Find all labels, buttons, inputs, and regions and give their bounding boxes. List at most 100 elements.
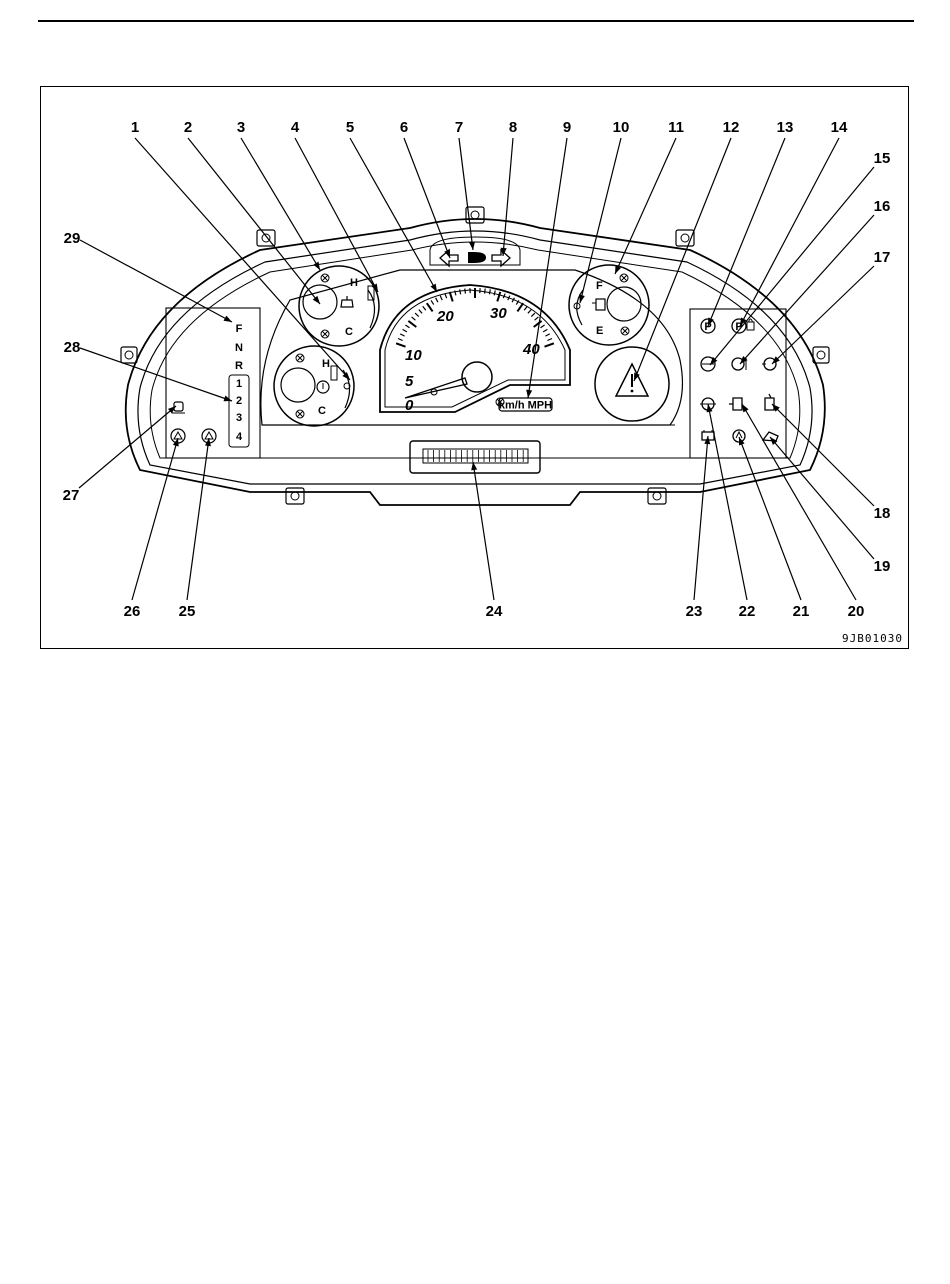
callout-27: 27 (63, 487, 80, 504)
gear-r: R (235, 360, 243, 372)
speed-tick (541, 325, 545, 328)
fuel-gauge: F E (569, 265, 649, 345)
speed-tick (524, 306, 527, 310)
speed-tick (497, 292, 500, 302)
speed-tick (545, 343, 554, 346)
speed-tick (408, 321, 416, 327)
callout-numbers: 1 2 3 4 5 6 7 8 9 10 11 12 13 14 15 16 1… (63, 119, 891, 620)
speed-tick (543, 329, 547, 332)
speed-tick (494, 291, 495, 296)
callout-2: 2 (184, 119, 192, 136)
callout-26: 26 (124, 603, 141, 620)
leader-26 (132, 438, 178, 600)
speed-tick (485, 289, 486, 294)
leader-7 (459, 138, 473, 250)
leader-arrow-29 (224, 316, 233, 322)
speed-tick (400, 334, 404, 336)
gauge-mark-e: E (596, 325, 603, 337)
leader-27 (79, 406, 176, 488)
callout-10: 10 (613, 119, 630, 136)
leader-12 (634, 138, 731, 381)
speed-tick (531, 313, 535, 317)
gear-n: N (235, 342, 243, 354)
speed-tick (450, 292, 453, 302)
speed-tick (535, 317, 539, 320)
callout-25: 25 (179, 603, 196, 620)
leader-25 (187, 438, 209, 600)
speed-label-10: 10 (405, 347, 422, 364)
speed-tick (517, 303, 523, 311)
callout-4: 4 (291, 119, 300, 136)
leader-arrow-3 (313, 262, 320, 270)
leader-10 (580, 138, 621, 303)
leader-18 (772, 404, 874, 506)
callout-3: 3 (237, 119, 245, 136)
speed-tick (398, 339, 403, 341)
leader-arrow-10 (579, 295, 585, 304)
leader-14 (740, 138, 839, 326)
left-upper-gauge: H C (299, 266, 379, 346)
gauge-mark-c: C (345, 326, 353, 338)
gear-3: 3 (236, 412, 242, 424)
speed-tick (528, 310, 531, 314)
callout-22: 22 (739, 603, 756, 620)
service-icon (765, 394, 774, 410)
gauge-mark-h: H (350, 277, 358, 289)
speed-tick (489, 289, 490, 294)
leader-arrow-5 (431, 284, 438, 292)
speed-tick (427, 303, 433, 311)
callout-12: 12 (723, 119, 740, 136)
gear-2: 2 (236, 395, 242, 407)
leader-9 (528, 138, 567, 398)
left-lower-gauge: H C (274, 346, 354, 426)
temperature-icon (341, 296, 353, 307)
callout-14: 14 (831, 119, 848, 136)
transmission-icon (729, 398, 742, 410)
leader-3 (241, 138, 320, 270)
leader-8 (503, 138, 513, 256)
speed-tick (440, 296, 442, 301)
leader-arrow-28 (224, 396, 233, 402)
speed-tick (405, 325, 409, 328)
leader-17 (772, 266, 874, 364)
speed-tick (460, 289, 461, 294)
speed-tick (419, 310, 422, 314)
leader-5 (350, 138, 437, 292)
gear-4: 4 (236, 431, 243, 443)
headlamp-indicator-icon (468, 252, 486, 263)
callout-8: 8 (509, 119, 517, 136)
callout-16: 16 (874, 198, 891, 215)
leader-22 (708, 404, 747, 600)
callout-6: 6 (400, 119, 408, 136)
speed-tick (403, 329, 407, 332)
callout-29: 29 (64, 230, 81, 247)
speed-tick (412, 317, 416, 320)
callout-5: 5 (346, 119, 354, 136)
callout-9: 9 (563, 119, 571, 136)
panel-housing (121, 207, 829, 505)
callout-28: 28 (64, 339, 81, 356)
speed-tick (465, 289, 466, 294)
callout-19: 19 (874, 558, 891, 575)
callout-1: 1 (131, 119, 139, 136)
callout-24: 24 (486, 603, 503, 620)
leader-4 (295, 138, 378, 292)
gauge-mark-c-2: C (318, 405, 326, 417)
speed-label-5: 5 (405, 373, 414, 390)
leader-29 (80, 240, 232, 322)
callout-20: 20 (848, 603, 865, 620)
speed-tick (436, 298, 438, 302)
engine-check-icon (762, 358, 776, 370)
leader-21 (739, 437, 801, 600)
speedometer-hub (462, 362, 492, 392)
leader-20 (742, 404, 856, 600)
callout-11: 11 (668, 119, 684, 136)
callout-21: 21 (793, 603, 810, 620)
figure-code: 9JB01030 (842, 632, 903, 645)
speed-tick (415, 313, 419, 317)
speed-unit-label: km/h MPH (499, 400, 552, 412)
speed-tick (547, 339, 552, 341)
speedometer-needle (405, 378, 467, 398)
leader-11 (615, 138, 676, 274)
